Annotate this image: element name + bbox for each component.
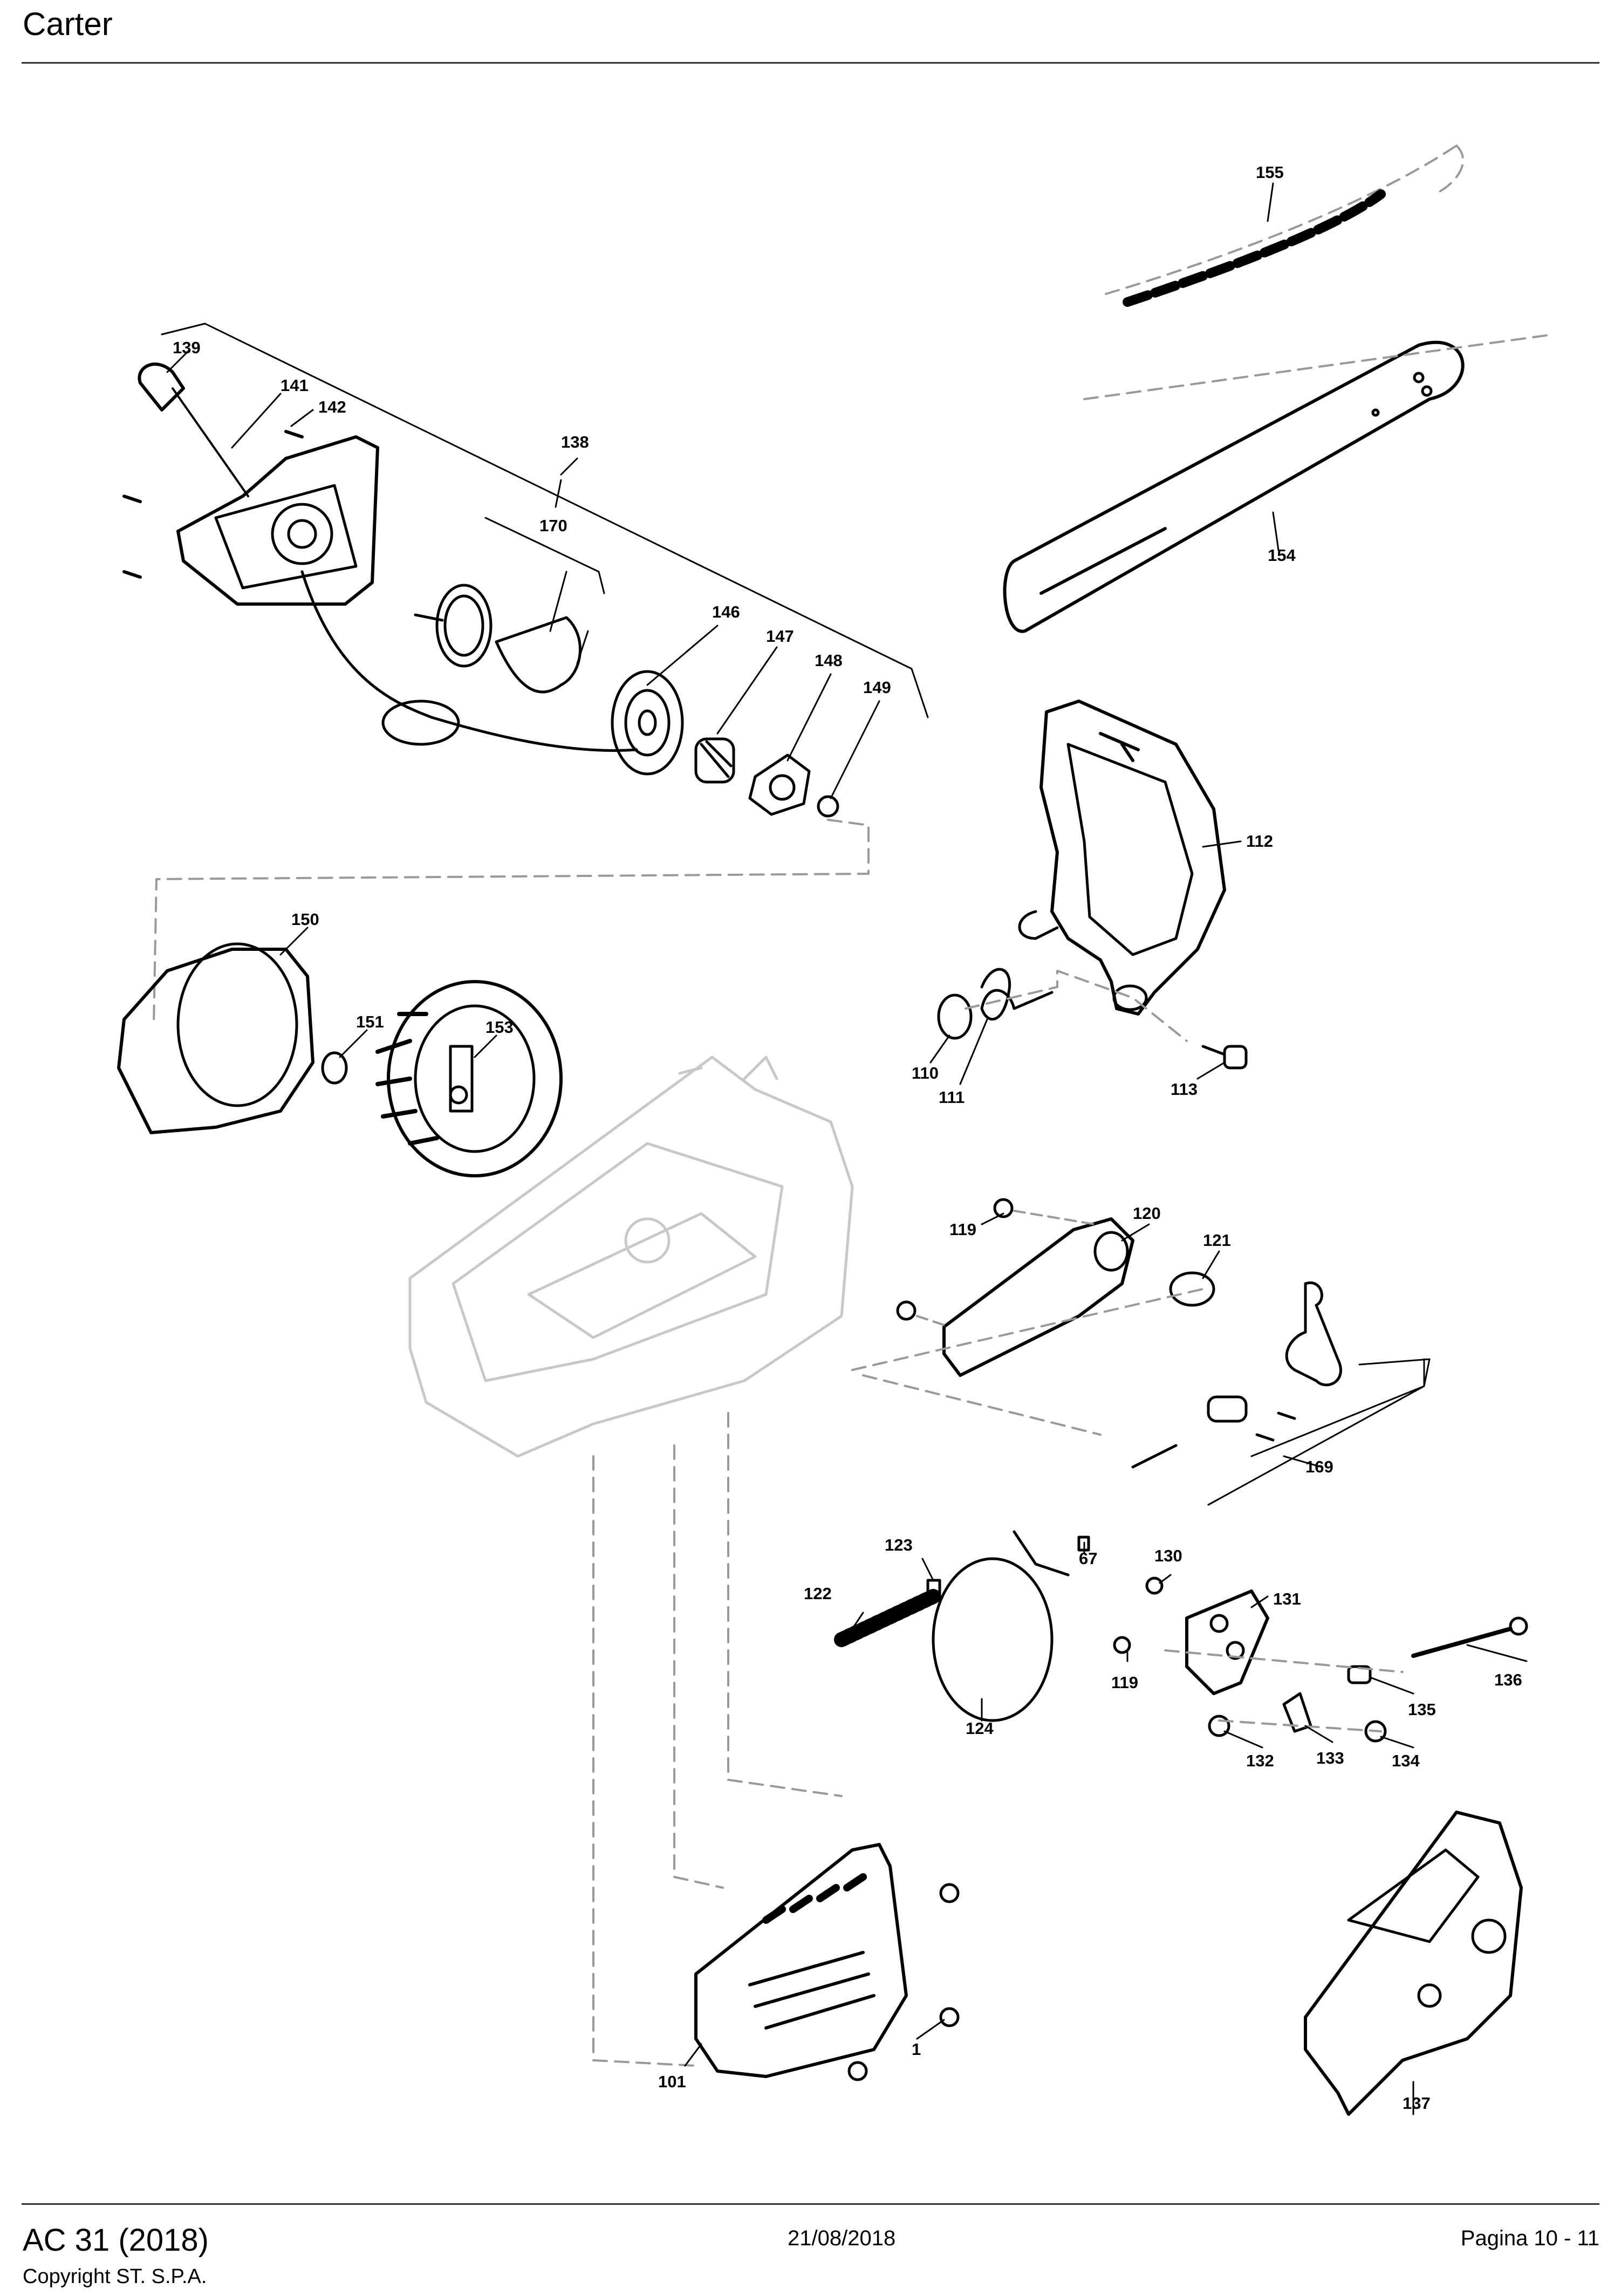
brake-mechanism [1131,1281,1431,1506]
callout-135: 135 [1408,1700,1436,1719]
footer-copyright: Copyright ST. S.P.A. [23,2265,207,2288]
footer-date: 21/08/2018 [788,2226,896,2250]
flywheel [375,980,563,1177]
callout-1: 1 [912,2040,921,2059]
cover-screw-bottom [847,2061,868,2081]
callout-numbers: 155 139 141 142 138 170 154 146 147 148 … [173,163,1522,2113]
torsion-spring [980,968,1054,1021]
starter-housing [122,362,638,752]
footer-divider [22,2203,1599,2205]
callout-123: 123 [885,1536,913,1554]
callout-139: 139 [173,338,201,357]
callout-148: 148 [815,651,843,670]
callout-67: 67 [1079,1549,1097,1568]
callout-146: 146 [712,602,740,621]
callout-153: 153 [485,1018,514,1037]
flywheel-nut [321,1051,348,1085]
saw-chain [1105,145,1465,307]
callout-132: 132 [1246,1751,1274,1770]
callout-136: 136 [1494,1670,1522,1689]
rewind-spring [414,517,605,694]
callout-130: 130 [1154,1546,1182,1565]
footer-page-number: Pagina 10 - 11 [1460,2226,1599,2250]
callout-122: 122 [804,1584,832,1603]
callout-131: 131 [1273,1589,1301,1608]
bar-nut [1208,1715,1230,1737]
tension-plate [1185,1589,1269,1695]
callout-149: 149 [863,678,891,697]
cover-screw-right [939,2007,960,2027]
plate-screw-top [1145,1577,1164,1595]
callout-112: 112 [1246,832,1273,851]
bar-nut-2 [1364,1720,1387,1743]
brake-bracket [942,1217,1134,1377]
brake-band [932,1530,1070,1722]
callout-124: 124 [966,1719,994,1738]
starter-pawl [748,753,811,816]
callout-142: 142 [318,397,346,416]
callout-110: 110 [912,1064,939,1082]
callout-147: 147 [766,627,794,646]
callout-121: 121 [1203,1231,1231,1250]
brake-spring [834,1589,941,1647]
cylinder-cover [694,1843,908,2078]
page-title: Carter [23,6,113,42]
callout-119-top: 119 [949,1220,976,1239]
callout-169: 169 [1305,1457,1333,1476]
footer-model: AC 31 (2018) [23,2223,209,2258]
callout-101: 101 [658,2072,686,2091]
pulley-spring [694,737,735,784]
callout-137: 137 [1403,2094,1431,2113]
tension-screw [1411,1616,1528,1658]
leader-lines [166,182,1528,2115]
washer [937,993,973,1040]
callout-119-bottom: 119 [1111,1673,1138,1692]
chain-brake-guard [1018,700,1226,1016]
brake-pins [926,1536,1090,1598]
sprocket-cover [1304,1811,1523,2116]
callout-151: 151 [356,1012,384,1031]
callout-154: 154 [1268,546,1296,565]
callout-113: 113 [1171,1080,1198,1099]
callout-150: 150 [291,910,319,929]
guide-bar [1003,333,1555,633]
callout-138: 138 [561,433,589,451]
callout-141: 141 [281,376,309,395]
callout-170: 170 [539,516,567,535]
bushing [1169,1271,1215,1307]
assembly-lines [592,1288,1404,2067]
tension-pin [1347,1665,1372,1684]
rope-pulley [611,670,684,776]
brake-guard-screw [1201,1045,1248,1070]
callout-111: 111 [939,1088,965,1107]
pulley-screw [817,795,839,818]
callout-134: 134 [1392,1751,1420,1770]
callout-120: 120 [1133,1204,1161,1223]
fan-cover [117,942,314,1134]
cover-screw-top [939,1883,960,1903]
header-divider [22,62,1599,64]
crankcase [408,1056,854,1458]
plate-screw-bottom [1113,1636,1131,1654]
callout-155: 155 [1256,163,1284,182]
bracket-screws [896,1198,1096,1328]
callout-133: 133 [1316,1749,1344,1767]
